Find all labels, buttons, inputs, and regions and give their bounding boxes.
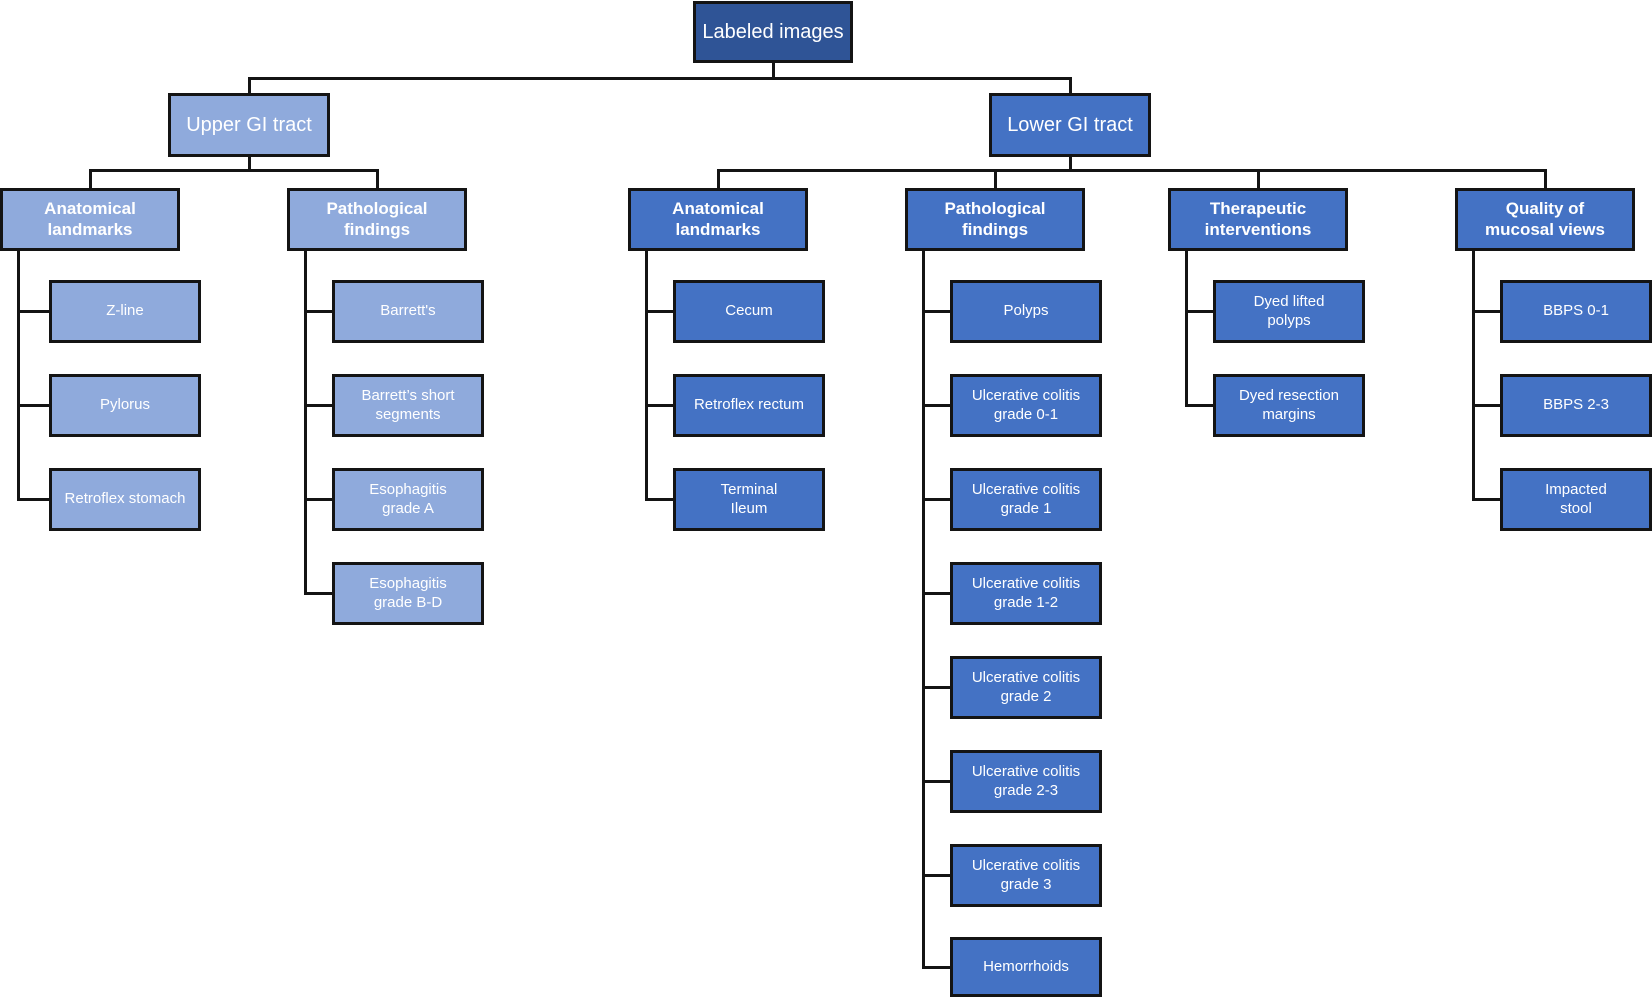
header-anatomical-landmarks-lower: Anatomical landmarks <box>628 188 808 251</box>
node-labeled-images: Labeled images <box>693 1 853 63</box>
header-quality-of-mucosal-views: Quality of mucosal views <box>1455 188 1635 251</box>
connector-line <box>1471 498 1501 501</box>
connector-line <box>1543 169 1547 189</box>
node-ulcerative-colitis-grade-0-1: Ulcerative colitis grade 0-1 <box>950 374 1102 437</box>
connector-line <box>921 686 951 689</box>
connector-line <box>921 592 951 595</box>
node-lower-gi-tract: Lower GI tract <box>989 93 1151 157</box>
connector-line <box>1068 77 1072 94</box>
connector-line <box>716 169 720 189</box>
node-ulcerative-colitis-grade-1: Ulcerative colitis grade 1 <box>950 468 1102 531</box>
header-pathological-findings-lower: Pathological findings <box>905 188 1085 251</box>
node-barretts-short-segments: Barrett’s short segments <box>332 374 484 437</box>
connector-line <box>921 404 951 407</box>
connector-line <box>644 250 648 501</box>
connector-line <box>921 874 951 877</box>
connector-line <box>88 169 92 189</box>
connector-line <box>303 404 333 407</box>
connector-line <box>1068 156 1072 172</box>
node-cecum: Cecum <box>673 280 825 343</box>
connector-line <box>1184 310 1214 313</box>
connector-line <box>247 77 251 94</box>
connector-line <box>1256 169 1260 189</box>
node-esophagitis-grade-b-d: Esophagitis grade B-D <box>332 562 484 625</box>
node-esophagitis-grade-a: Esophagitis grade A <box>332 468 484 531</box>
connector-line <box>1471 310 1501 313</box>
node-upper-gi-tract: Upper GI tract <box>168 93 330 157</box>
node-z-line: Z-line <box>49 280 201 343</box>
connector-line <box>716 169 1547 172</box>
node-barretts: Barrett's <box>332 280 484 343</box>
header-anatomical-landmarks-upper: Anatomical landmarks <box>0 188 180 251</box>
connector-line <box>16 498 50 501</box>
connector-line <box>303 498 333 501</box>
node-impacted-stool: Impacted stool <box>1500 468 1652 531</box>
node-ulcerative-colitis-grade-2-3: Ulcerative colitis grade 2-3 <box>950 750 1102 813</box>
connector-line <box>375 169 379 189</box>
connector-line <box>921 310 951 313</box>
connector-line <box>16 250 20 501</box>
connector-line <box>303 592 333 595</box>
connector-line <box>1184 404 1214 407</box>
connector-line <box>771 62 775 80</box>
node-terminal-ileum: Terminal Ileum <box>673 468 825 531</box>
node-ulcerative-colitis-grade-1-2: Ulcerative colitis grade 1-2 <box>950 562 1102 625</box>
connector-line <box>1184 250 1188 407</box>
connector-line <box>88 169 379 172</box>
node-polyps: Polyps <box>950 280 1102 343</box>
connector-line <box>644 404 674 407</box>
node-dyed-lifted-polyps: Dyed lifted polyps <box>1213 280 1365 343</box>
connector-line <box>1471 404 1501 407</box>
node-ulcerative-colitis-grade-2: Ulcerative colitis grade 2 <box>950 656 1102 719</box>
node-ulcerative-colitis-grade-3: Ulcerative colitis grade 3 <box>950 844 1102 907</box>
node-hemorrhoids: Hemorrhoids <box>950 937 1102 997</box>
connector-line <box>16 404 50 407</box>
connector-line <box>921 966 951 969</box>
connector-line <box>247 156 251 172</box>
connector-line <box>1471 250 1475 501</box>
node-bbps-0-1: BBPS 0-1 <box>1500 280 1652 343</box>
connector-line <box>921 250 925 969</box>
node-dyed-resection-margins: Dyed resection margins <box>1213 374 1365 437</box>
header-pathological-findings-upper: Pathological findings <box>287 188 467 251</box>
connector-line <box>247 77 1072 80</box>
connector-line <box>303 310 333 313</box>
connector-line <box>303 250 307 595</box>
node-retroflex-stomach: Retroflex stomach <box>49 468 201 531</box>
header-therapeutic-interventions: Therapeutic interventions <box>1168 188 1348 251</box>
connector-line <box>16 310 50 313</box>
node-retroflex-rectum: Retroflex rectum <box>673 374 825 437</box>
node-bbps-2-3: BBPS 2-3 <box>1500 374 1652 437</box>
connector-line <box>993 169 997 189</box>
connector-line <box>644 498 674 501</box>
connector-line <box>921 780 951 783</box>
node-pylorus: Pylorus <box>49 374 201 437</box>
connector-line <box>921 498 951 501</box>
connector-line <box>644 310 674 313</box>
